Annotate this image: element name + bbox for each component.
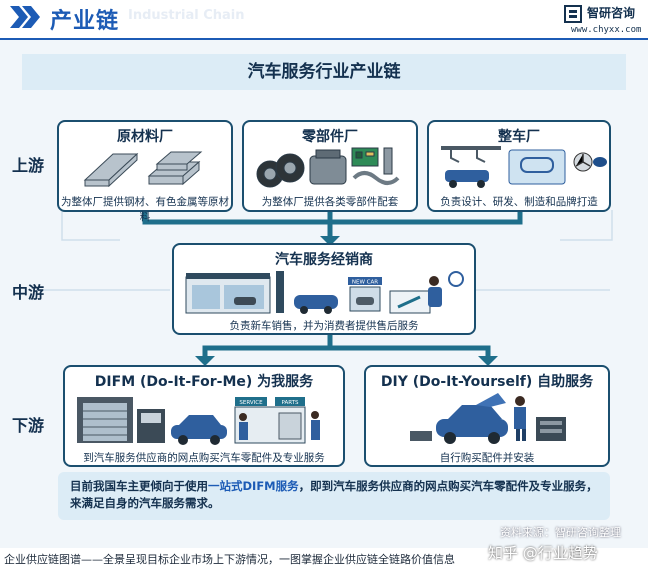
diagram-panel: 汽车服务行业产业链 上游 中游 下游 原材料厂	[0, 40, 648, 548]
card-parts: 零部件厂 为整体厂提供各类零部件配套	[242, 120, 418, 212]
card-title: 零部件厂	[302, 129, 358, 145]
header-rule	[0, 38, 648, 40]
stage-downstream: 下游	[12, 416, 45, 435]
connector-lines	[40, 207, 613, 366]
card-desc: 到汽车服务供应商的网点购买汽车零配件及专业服务	[83, 452, 325, 464]
watermark: 知乎 @行业趋势	[488, 544, 598, 562]
card-title: 原材料厂	[117, 129, 173, 145]
stage-upstream: 上游	[12, 156, 45, 175]
dealership-scene-icon: NEW CAR	[185, 271, 464, 314]
summary-box: 目前我国车主更倾向于使用一站式DIFM服务，即到汽车服务供应商的网点购买汽车零配…	[58, 472, 610, 520]
card-desc: 自行购买配件并安装	[439, 452, 535, 464]
steel-ingots-icon	[83, 151, 203, 188]
footer-text: 企业供应链图谱——全景呈现目标企业市场上下游情况，一图掌握企业供应链全链路价值信…	[4, 553, 455, 566]
card-desc: 为整体厂提供各类零部件配套	[261, 196, 399, 208]
sign-new-car: NEW CAR	[352, 280, 378, 286]
card-dealer: 汽车服务经销商 NEW CAR 负责新车销售，并为消费者提供售后服务	[172, 243, 476, 335]
brand-logo-icon	[564, 5, 582, 23]
card-desc: 负责设计、研发、制造和品牌打造	[440, 196, 598, 208]
footer: 企业供应链图谱——全景呈现目标企业市场上下游情况，一图掌握企业供应链全链路价值信…	[0, 544, 648, 569]
card-desc: 负责新车销售，并为消费者提供售后服务	[229, 320, 419, 332]
card-difm: DIFM (Do-It-For-Me) 为我服务 SERVICE PARTS	[63, 365, 345, 467]
card-oem: 整车厂 负责设计、研发、制造和品牌打造	[427, 120, 611, 212]
ghost-title: Industrial Chain	[128, 8, 245, 23]
stage-midstream: 中游	[12, 283, 45, 302]
chevron-icon	[10, 6, 40, 28]
brand-name: 智研咨询	[587, 6, 636, 20]
card-title: 整车厂	[498, 129, 540, 145]
brand-url: www.chyxx.com	[571, 25, 642, 35]
summary-text-2: ，即到汽车服务供应商的网点购买汽车零配件及专业服务，来满足自身的汽车服务需求。	[70, 479, 598, 510]
repair-shop-icon: SERVICE PARTS	[77, 397, 320, 445]
summary-text: 目前我国车主更倾向于使用	[70, 479, 208, 493]
card-title: DIY (Do-It-Yourself) 自助服务	[380, 374, 594, 390]
page-title: 产业链	[50, 9, 120, 34]
card-raw-materials: 原材料厂 为整体厂提供钢材、有色金属等原材料	[57, 120, 233, 223]
summary-highlight: 一站式DIFM服务	[208, 479, 299, 493]
card-title: DIFM (Do-It-For-Me) 为我服务	[94, 374, 314, 390]
card-diy: DIY (Do-It-Yourself) 自助服务 自行购买配件并安装	[364, 365, 610, 467]
source-note: 资料来源：智研咨询整理	[500, 526, 621, 539]
diy-repair-icon	[410, 393, 566, 444]
card-desc: 为整体厂提供钢材、有色金属等原材料	[61, 196, 229, 223]
diagram-title: 汽车服务行业产业链	[22, 54, 626, 90]
factory-robot-icon	[441, 146, 607, 188]
header: 产业链 Industrial Chain 智研咨询 www.chyxx.com	[0, 0, 648, 40]
sign-service: SERVICE	[239, 400, 263, 406]
card-title: 汽车服务经销商	[275, 252, 373, 268]
auto-parts-icon	[256, 147, 400, 188]
sign-parts: PARTS	[282, 400, 300, 406]
